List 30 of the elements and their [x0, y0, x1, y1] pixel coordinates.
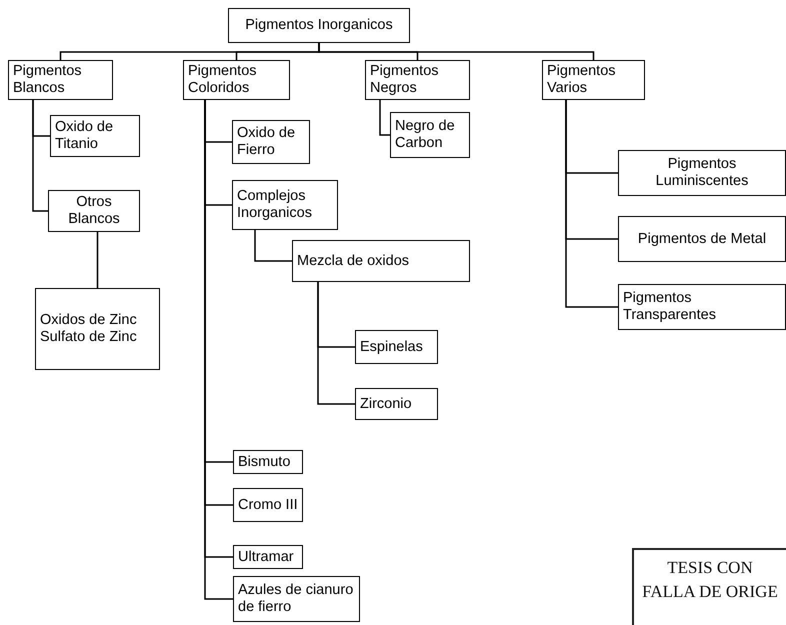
- category-box: Pigmentos Inorganicos: [228, 8, 410, 43]
- category-box: Pigmentos de Metal: [618, 216, 786, 262]
- connector-line: [318, 43, 594, 60]
- category-box: Mezcla de oxidos: [292, 240, 470, 282]
- category-box: Pigmentos Negros: [365, 60, 470, 100]
- category-box: Pigmentos Blancos: [8, 60, 113, 100]
- connector-line: [379, 100, 390, 136]
- category-box: Cromo III: [233, 488, 303, 522]
- category-box: Azules de cianuro de fierro: [233, 576, 360, 622]
- category-box: Bismuto: [233, 450, 303, 474]
- connector-line: [317, 282, 355, 405]
- category-box: Oxido de Titanio: [50, 115, 140, 157]
- category-box: Ultramar: [233, 545, 303, 569]
- category-box: Zirconio: [355, 388, 438, 420]
- category-box: Pigmentos Varios: [542, 60, 645, 100]
- category-box: Pigmentos Luminiscentes: [618, 150, 786, 196]
- category-box: Otros Blancos: [48, 190, 140, 232]
- stamp-text: FALLA DE ORIGE: [642, 581, 778, 603]
- category-box: Pigmentos Coloridos: [183, 60, 290, 100]
- connector-line: [254, 230, 292, 262]
- category-box: Negro de Carbon: [390, 112, 470, 158]
- category-box: Pigmentos Transparentes: [618, 284, 786, 330]
- stamp-text: TESIS CON: [667, 557, 753, 579]
- connector-line: [565, 100, 618, 308]
- category-box: Complejos Inorganicos: [232, 180, 338, 230]
- connector-line: [32, 100, 48, 212]
- category-box: Oxido de Fierro: [232, 120, 310, 164]
- connector-line: [96, 232, 98, 288]
- category-box: Oxidos de Zinc Sulfato de Zinc: [35, 288, 160, 370]
- category-box: Espinelas: [355, 330, 438, 364]
